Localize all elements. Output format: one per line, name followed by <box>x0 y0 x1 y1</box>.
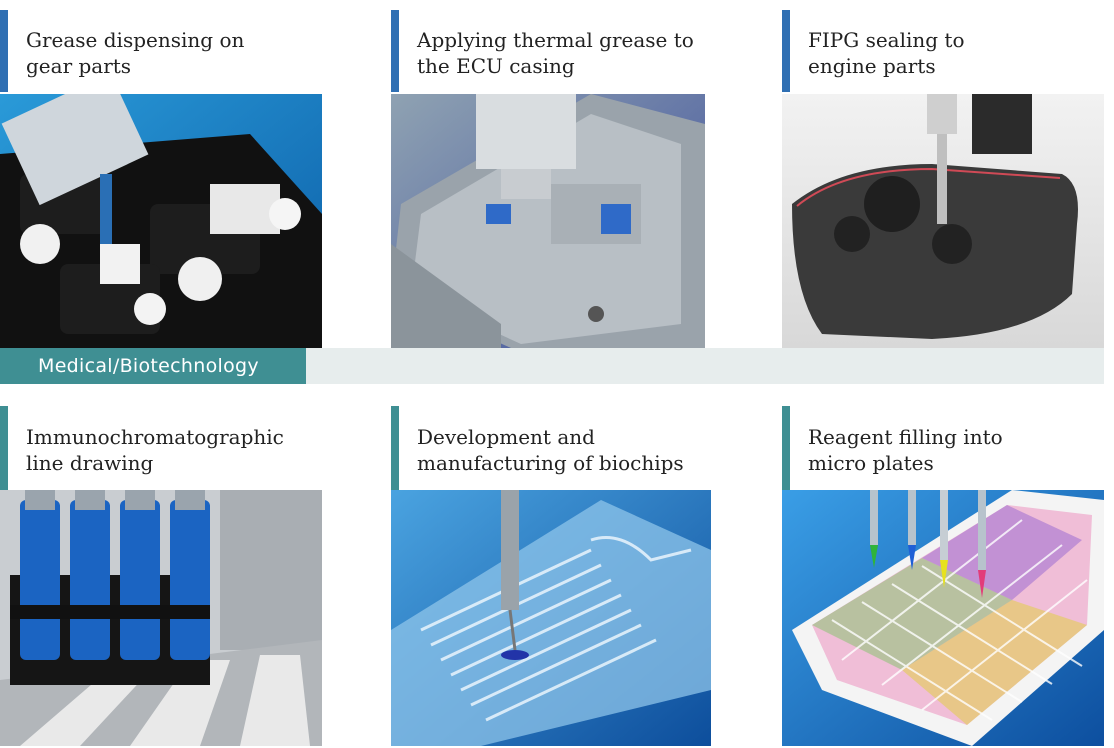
biochip-photo <box>391 490 711 746</box>
card-accent-bar <box>782 406 790 490</box>
card-accent-bar <box>391 10 399 92</box>
card-accent-bar <box>0 406 8 490</box>
card-accent-bar <box>0 10 8 92</box>
section-band: Medical/Biotechnology <box>0 348 1104 384</box>
card-immuno-line: Immunochromatographic line drawing <box>0 406 325 748</box>
card-accent-bar <box>782 10 790 92</box>
card-caption: Grease dispensing on gear parts <box>26 28 245 78</box>
ecu-casing-photo <box>391 94 705 348</box>
card-caption: Immunochromatographic line drawing <box>26 425 284 475</box>
card-caption: Reagent filling into micro plates <box>808 425 1003 475</box>
card-fipg-sealing: FIPG sealing to engine parts <box>782 10 1104 348</box>
card-grease-gear: Grease dispensing on gear parts <box>0 10 325 348</box>
micro-plate-photo <box>782 490 1104 746</box>
card-micro-plates: Reagent filling into micro plates <box>782 406 1104 748</box>
card-caption: Applying thermal grease to the ECU casin… <box>417 28 694 78</box>
card-caption: Development and manufacturing of biochip… <box>417 425 684 475</box>
engine-parts-photo <box>782 94 1104 348</box>
section-label: Medical/Biotechnology <box>0 348 306 384</box>
line-drawing-photo <box>0 490 322 746</box>
card-biochips: Development and manufacturing of biochip… <box>391 406 711 748</box>
card-thermal-grease: Applying thermal grease to the ECU casin… <box>391 10 707 348</box>
card-caption: FIPG sealing to engine parts <box>808 28 965 78</box>
card-accent-bar <box>391 406 399 490</box>
gear-parts-photo <box>0 94 322 348</box>
